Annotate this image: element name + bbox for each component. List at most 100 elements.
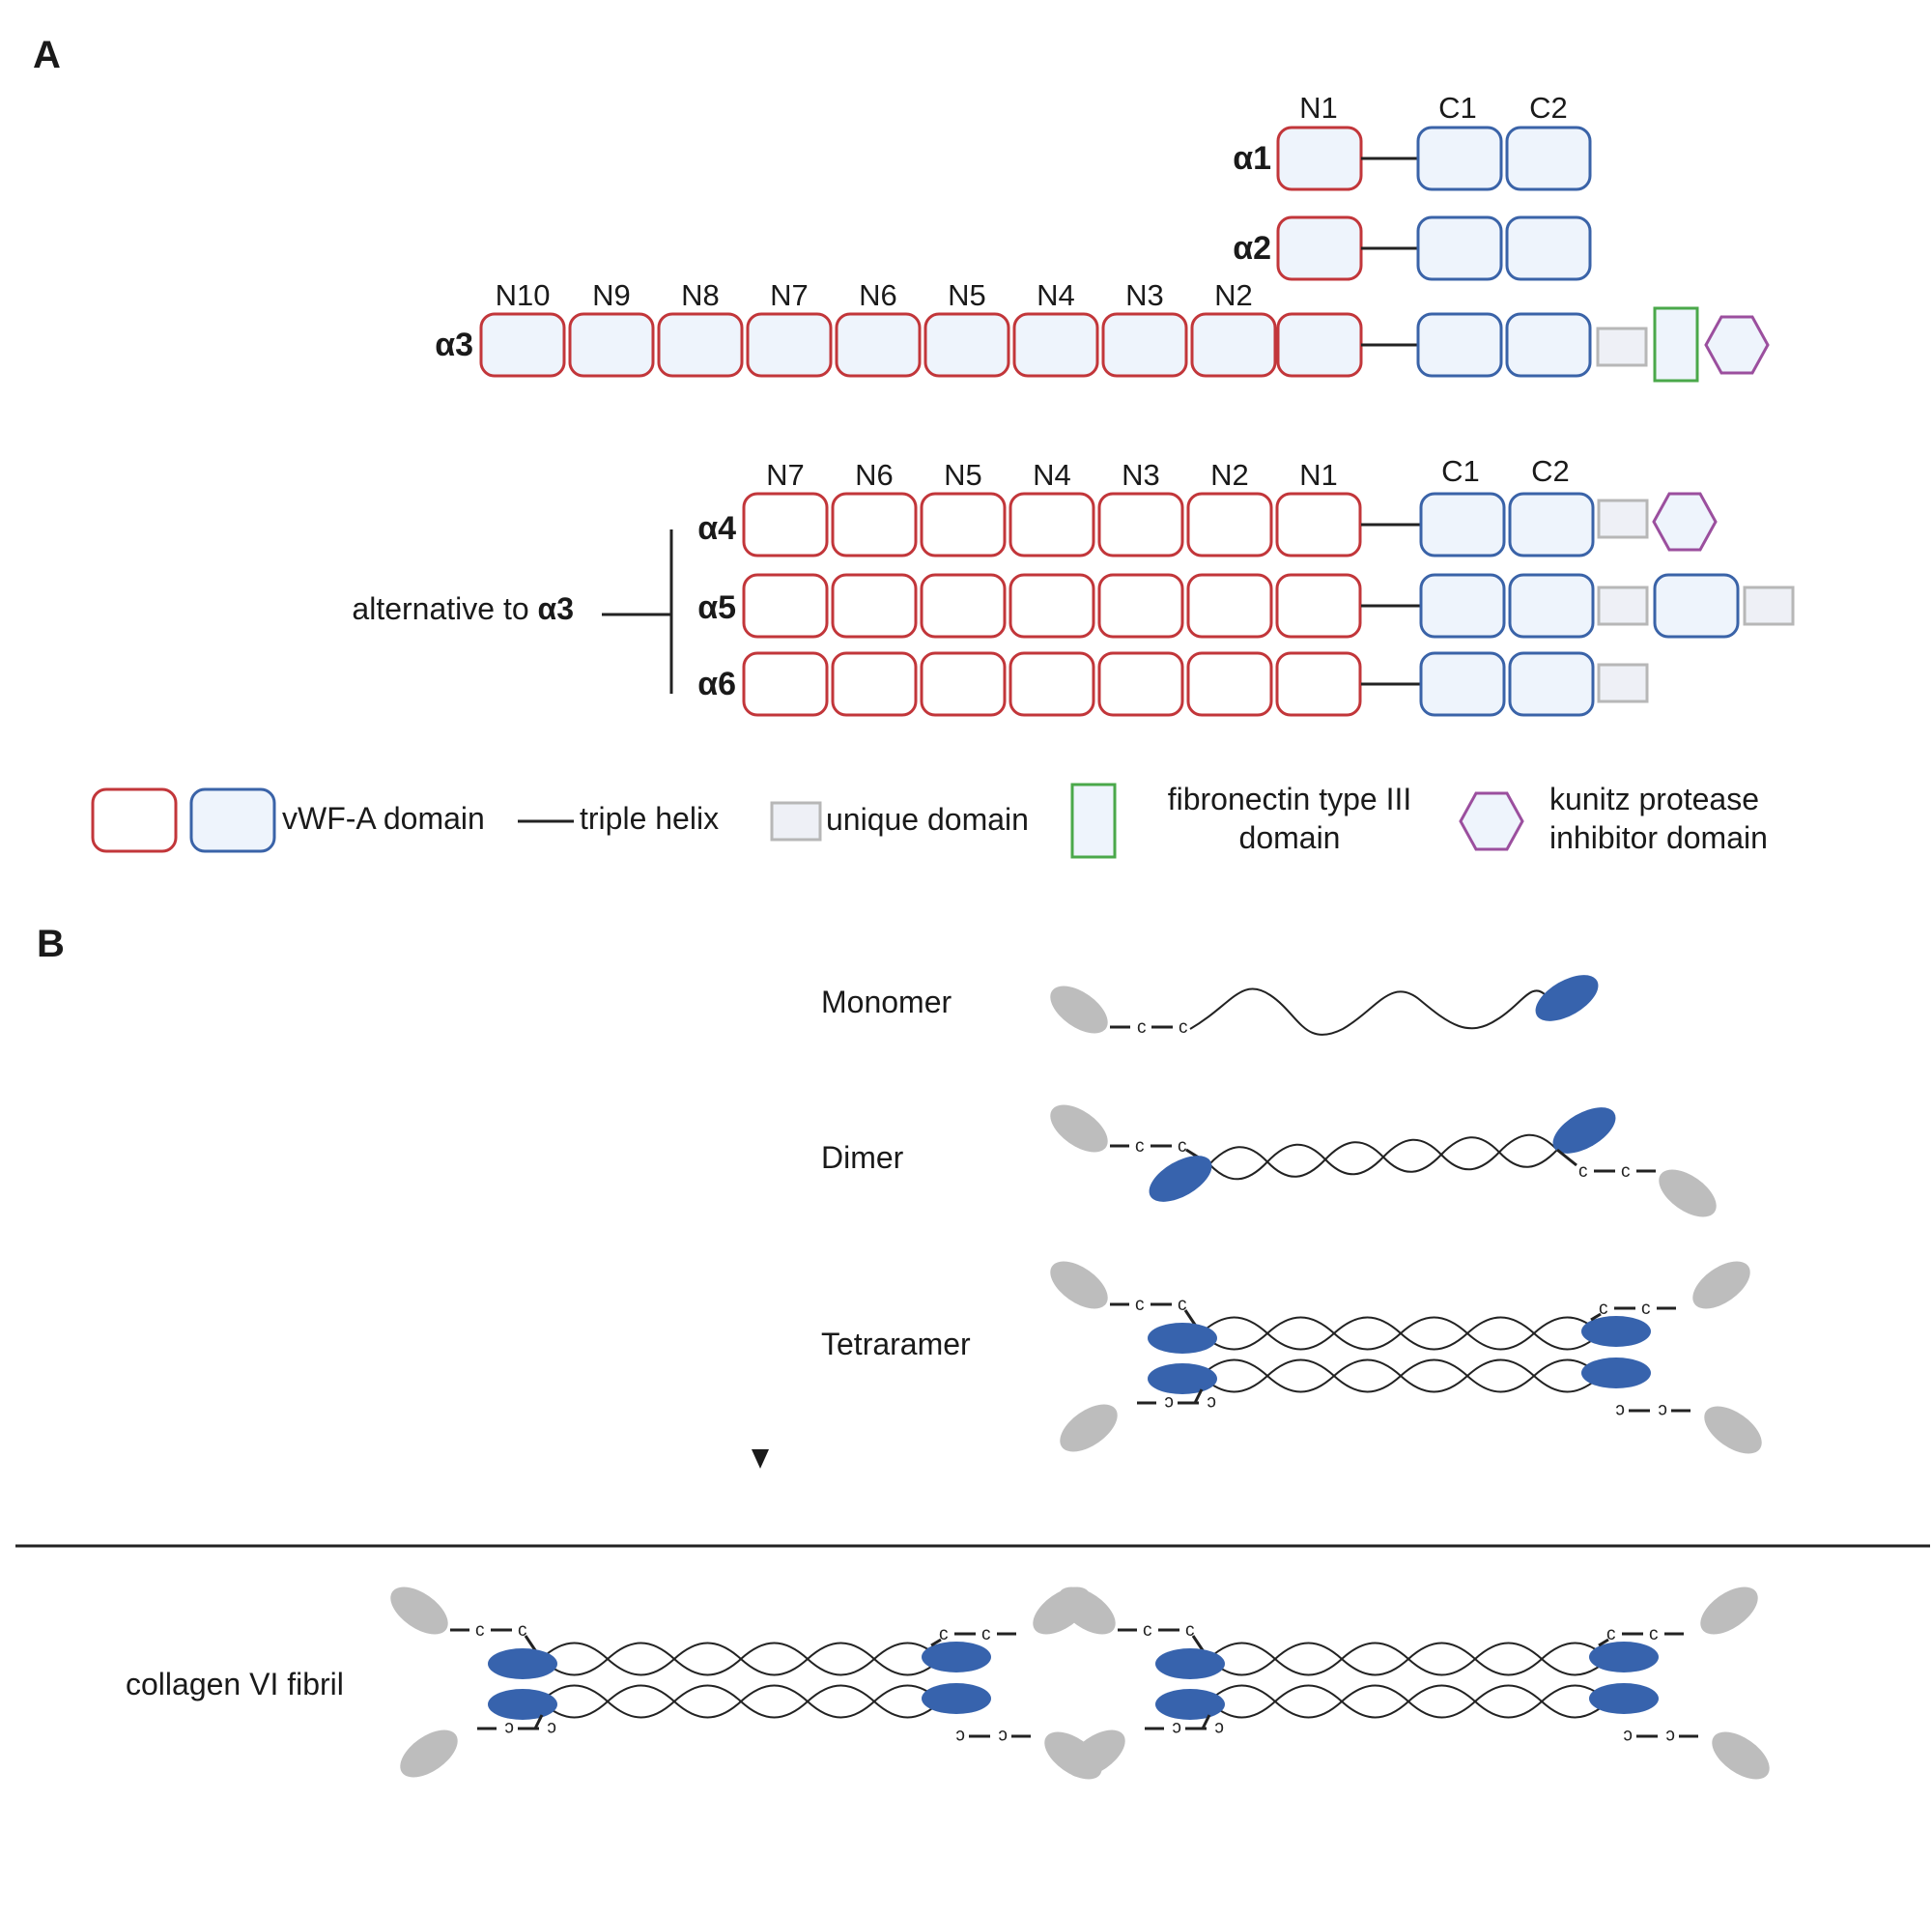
- alpha1-c2-domain: [1505, 126, 1592, 191]
- triple-helix-strand: [540, 1642, 942, 1676]
- cys-label: c: [1215, 1718, 1225, 1738]
- cys-label: c: [1178, 1136, 1187, 1157]
- alpha1-chain: N1 C1 C2 α1: [1233, 91, 1592, 191]
- dimer-label: Dimer: [821, 1140, 904, 1175]
- alpha4-n1-domain: [1275, 492, 1362, 557]
- alpha3-name: α3: [435, 327, 473, 363]
- cys-label: c: [956, 1726, 966, 1746]
- dimer-n-globule-right: [1659, 1169, 1717, 1217]
- alpha6-n1-domain: [1275, 651, 1362, 717]
- alpha3-n6-domain: [835, 312, 922, 378]
- alpha6-n3-domain: [1097, 651, 1184, 717]
- alpha6-c1-domain: [1419, 651, 1506, 717]
- cys-label: c: [1649, 1624, 1659, 1644]
- alpha5-c2-domain: [1508, 573, 1595, 639]
- legend-kunitz-label-1: kunitz protease: [1549, 782, 1759, 816]
- cys-label: c: [999, 1726, 1009, 1746]
- alpha4-c2-domain: [1508, 492, 1595, 557]
- dimer-c-globule-right: [1552, 1107, 1616, 1154]
- cys-label: c: [1624, 1726, 1634, 1746]
- alpha4-n6-domain: [831, 492, 918, 557]
- alpha3-n-label: N2: [1214, 278, 1253, 312]
- cys-label: c: [1137, 1017, 1147, 1038]
- cys-label: c: [1606, 1624, 1616, 1644]
- cys-link: [1201, 1714, 1211, 1729]
- alpha5-n3-domain: [1097, 573, 1184, 639]
- cys-label: c: [981, 1624, 991, 1644]
- alpha3-n1-domain: [1276, 312, 1363, 378]
- fibril-1-n-globule-top-left: [390, 1586, 448, 1635]
- alpha6-chain: α6: [697, 651, 1649, 717]
- cys-label: c: [1599, 1299, 1608, 1319]
- alpha3-unique-domain: [1596, 327, 1648, 367]
- tetramer-c-globule-bottom-left: [1148, 1363, 1217, 1394]
- alpha4-n-label: N1: [1299, 458, 1338, 492]
- triple-helix-strand: [1200, 1358, 1602, 1393]
- alpha6-n7-domain: [742, 651, 829, 717]
- fibril-2-n-globule-bottom-left: [1067, 1729, 1125, 1778]
- alpha5-n2-domain: [1186, 573, 1273, 639]
- alpha6-n2-domain: [1186, 651, 1273, 717]
- alpha5-name: α5: [697, 589, 736, 626]
- legend-n-domain-swatch: [91, 787, 178, 853]
- monomer-label: Monomer: [821, 985, 952, 1019]
- alpha4-n-label: N4: [1033, 458, 1071, 492]
- cys-label: c: [1208, 1392, 1217, 1413]
- cys-link: [1556, 1148, 1577, 1167]
- tetramer-c-globule-top-left: [1148, 1323, 1217, 1354]
- alpha1-c1-domain: [1416, 126, 1503, 191]
- alpha3-n-label: N5: [948, 278, 986, 312]
- monomer-c-globule: [1535, 975, 1599, 1021]
- alternative-bracket: alternative to α3: [352, 529, 673, 694]
- legend-triple-helix-label: triple helix: [580, 801, 719, 836]
- triple-helix-strand: [1200, 1316, 1602, 1351]
- cys-label: c: [1659, 1400, 1668, 1420]
- alpha3-n3-domain: [1101, 312, 1188, 378]
- cys-label: c: [1185, 1620, 1195, 1641]
- alpha3-n-label: N10: [496, 278, 551, 312]
- cys-label: c: [548, 1718, 557, 1738]
- alpha5-n5-domain: [920, 573, 1007, 639]
- tetramer-n-globule-top-right: [1692, 1261, 1750, 1309]
- assembly-arrow: [752, 974, 769, 1469]
- triple-helix-strand: [1208, 1642, 1609, 1676]
- alpha4-n2-domain: [1186, 492, 1273, 557]
- alpha1-n1-domain: [1276, 126, 1363, 191]
- cys-label: c: [1165, 1392, 1175, 1413]
- alpha2-c2-domain: [1505, 215, 1592, 281]
- alpha5-n7-domain: [742, 573, 829, 639]
- assembly-arrow-head: [752, 1449, 769, 1469]
- alpha4-n-label: N6: [855, 458, 894, 492]
- legend-fibronectin-swatch: [1070, 783, 1117, 859]
- cys-label: c: [1173, 1718, 1182, 1738]
- alpha3-fibronectin-domain: [1653, 306, 1699, 383]
- alpha5-n1-domain: [1275, 573, 1362, 639]
- cys-label: c: [939, 1624, 949, 1644]
- alpha4-n-label: N3: [1122, 458, 1160, 492]
- alpha3-n2-domain: [1190, 312, 1277, 378]
- alpha3-n9-domain: [568, 312, 655, 378]
- alpha4-c2-label: C2: [1531, 454, 1570, 488]
- fibril-1-c-globule-bottom-left: [488, 1689, 557, 1720]
- alpha4-c1-domain: [1419, 492, 1506, 557]
- panel-a-label: A: [33, 34, 61, 76]
- alpha4-n5-domain: [920, 492, 1007, 557]
- alpha6-n5-domain: [920, 651, 1007, 717]
- cys-link: [1598, 1638, 1609, 1647]
- alpha4-unique-domain: [1597, 499, 1649, 539]
- alpha4-n7-domain: [742, 492, 829, 557]
- cys-label: c: [1143, 1620, 1152, 1641]
- alpha3-n5-domain: [923, 312, 1010, 378]
- fibril-1-c-globule-bottom-right: [922, 1683, 991, 1714]
- tetramer-c-globule-bottom-right: [1581, 1358, 1651, 1388]
- cys-label: c: [1179, 1017, 1188, 1038]
- panel-b-label: B: [37, 923, 65, 965]
- legend-kunitz-label-2: inhibitor domain: [1549, 820, 1768, 855]
- cys-label: c: [475, 1620, 485, 1641]
- legend: vWF-A domain triple helix unique domain …: [91, 782, 1768, 859]
- cys-link: [1590, 1312, 1602, 1322]
